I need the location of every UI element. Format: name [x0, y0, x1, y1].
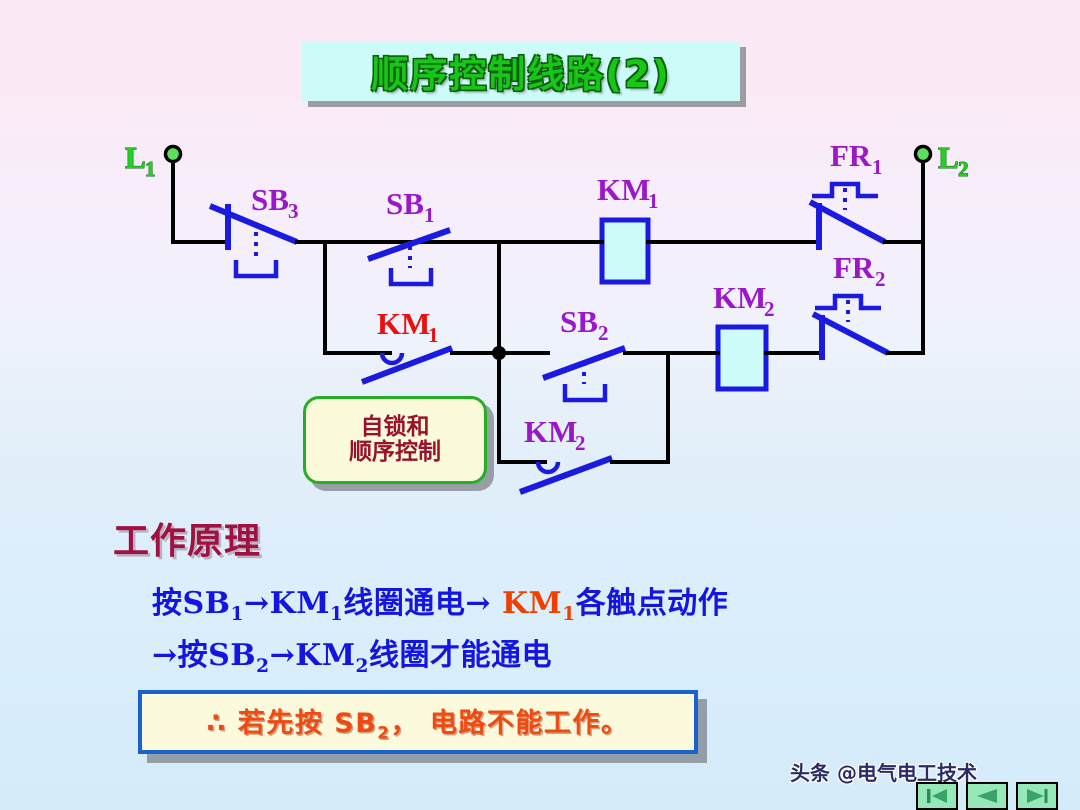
- p1-seg-a: 按SB: [152, 586, 231, 621]
- conclusion-box: ∴ 若先按 SB2， 电路不能工作。: [138, 690, 698, 754]
- callout-line-2: 顺序控制: [349, 439, 441, 465]
- principle-line-2: →按SB2→KM2线圈才能通电: [152, 630, 552, 677]
- terminal-L1-label: L: [125, 140, 146, 175]
- principle-line-1: 按SB1→KM1线圈通电→ KM1各触点动作: [152, 578, 728, 625]
- component-SB3: SB 3: [208, 182, 502, 279]
- conclusion-sub: 2: [377, 722, 391, 743]
- next-page-button[interactable]: [1016, 782, 1058, 810]
- p1-sub-a: 1: [230, 604, 244, 625]
- label-FR2: FR: [833, 250, 875, 285]
- callout-line-1: 自锁和: [360, 414, 430, 441]
- label-SB3: SB: [251, 182, 289, 217]
- label-SB1: SB: [386, 186, 424, 221]
- terminal-L2-label: L: [938, 140, 959, 175]
- first-page-icon: [927, 789, 947, 803]
- p1-seg-c: 线圈通电→: [343, 586, 502, 621]
- conclusion-text: ∴ 若先按 SB2， 电路不能工作。: [207, 701, 630, 742]
- p1-sub-b: 1: [329, 604, 344, 625]
- slide-title-box: 顺序控制线路(2): [302, 41, 740, 101]
- label-KM1-coil-sub: 1: [648, 189, 659, 213]
- label-SB1-sub: 1: [424, 203, 435, 227]
- component-KM2-aux-contact: KM 2: [497, 351, 670, 495]
- component-KM1-coil: KM 1: [498, 172, 817, 285]
- first-page-button[interactable]: [916, 782, 958, 810]
- component-SB2: SB 2: [497, 304, 670, 403]
- p2-sub-b: 2: [355, 656, 369, 677]
- label-FR1: FR: [830, 138, 872, 173]
- previous-page-button[interactable]: [966, 782, 1008, 810]
- label-FR1-sub: 1: [872, 155, 883, 179]
- p2-seg-a: →按SB: [152, 638, 257, 673]
- label-KM2-coil-sub: 2: [764, 297, 775, 321]
- label-FR2-sub: 2: [875, 267, 886, 291]
- watermark: 头条 @电气电工技术: [790, 761, 977, 785]
- p1-seg-d: 各触点动作: [575, 586, 729, 621]
- p1-seg-b: →KM: [243, 586, 330, 621]
- p1-highlight-sub: 1: [562, 604, 576, 625]
- conclusion-prefix: ∴ 若先按 SB: [206, 708, 378, 740]
- previous-page-icon: [977, 789, 997, 803]
- p1-highlight: KM: [501, 586, 563, 621]
- label-SB2: SB: [560, 304, 598, 339]
- conclusion-suffix: ， 电路不能工作。: [390, 708, 630, 740]
- label-SB3-sub: 3: [288, 199, 299, 223]
- p2-seg-b: →KM: [269, 638, 356, 673]
- label-SB2-sub: 2: [598, 321, 609, 345]
- label-KM1-aux-sub: 1: [428, 323, 439, 347]
- terminal-L2-sub: 2: [958, 157, 969, 181]
- callout-self-hold-sequence: 自锁和 顺序控制: [303, 396, 487, 484]
- slide-title: 顺序控制线路(2): [371, 53, 671, 96]
- component-SB1: SB 1: [366, 186, 452, 287]
- component-FR1: FR 1: [808, 138, 925, 250]
- circuit-diagram: .wire{stroke:#000;stroke-width:4;fill:no…: [124, 138, 969, 495]
- terminal-L1-sub: 1: [145, 157, 156, 181]
- label-KM1-coil: KM: [597, 172, 650, 207]
- navigation-bar: [916, 782, 1058, 810]
- label-KM1-aux: KM: [377, 306, 430, 341]
- component-FR2: FR 2: [811, 250, 925, 360]
- p2-seg-c: 线圈才能通电: [369, 638, 552, 673]
- terminal-L2: L 2: [913, 139, 969, 355]
- component-KM1-aux-contact: KM 1: [323, 306, 501, 385]
- label-KM2-aux-sub: 2: [575, 431, 586, 455]
- label-KM2-coil: KM: [713, 280, 766, 315]
- terminal-L1: L 1: [124, 139, 230, 244]
- component-KM2-coil: KM 2: [666, 280, 820, 392]
- label-KM2-aux: KM: [524, 414, 577, 449]
- p2-sub-a: 2: [256, 656, 270, 677]
- next-page-icon: [1027, 789, 1048, 803]
- principle-heading: 工作原理: [113, 521, 262, 562]
